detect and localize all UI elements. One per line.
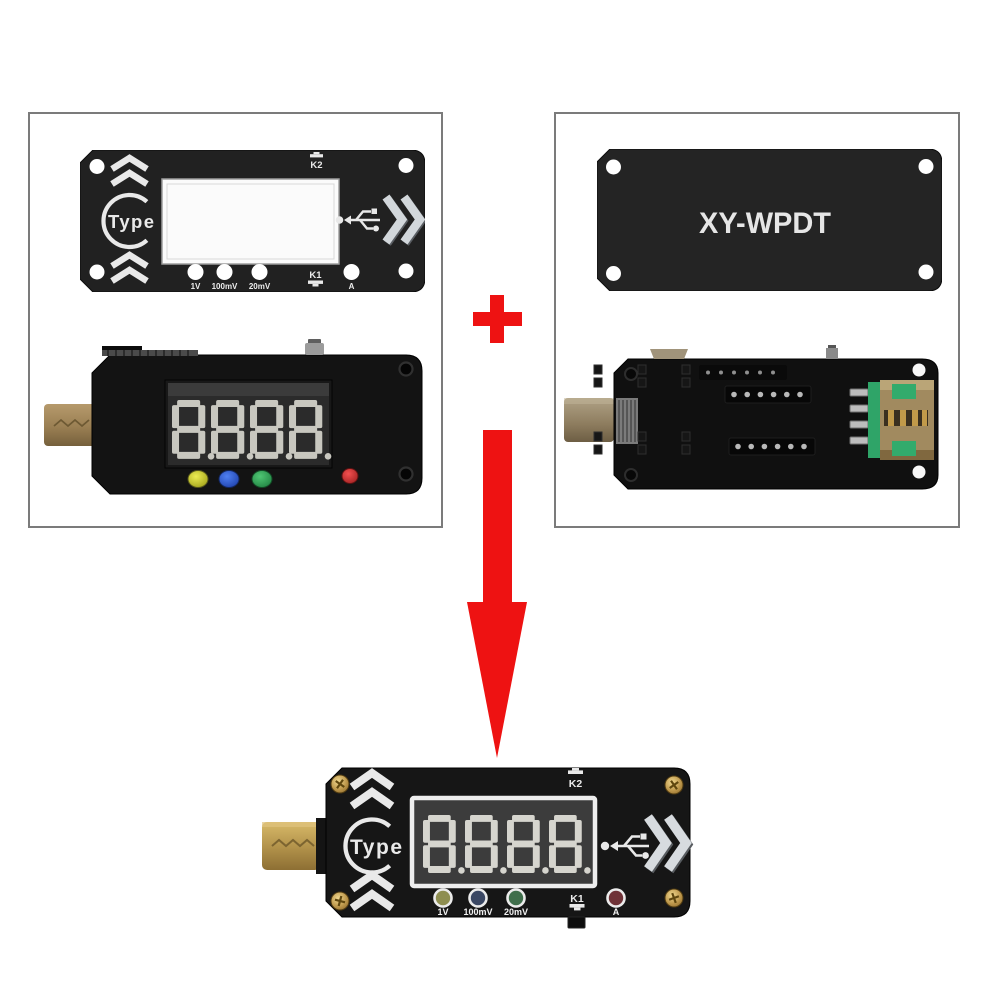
edge-pins xyxy=(102,350,198,356)
svg-text:100mV: 100mV xyxy=(212,282,238,291)
right-product-box: XY-WPDT xyxy=(554,112,960,528)
display-window-inner xyxy=(166,183,335,260)
model-name: XY-WPDT xyxy=(699,207,831,240)
svg-text:100mV: 100mV xyxy=(463,907,492,917)
screw-holes xyxy=(89,158,414,280)
yellow-led xyxy=(187,470,209,488)
logo-text: Type xyxy=(350,836,402,859)
svg-text:K1: K1 xyxy=(570,893,584,905)
type-c-plug xyxy=(262,822,320,870)
logo-circle xyxy=(343,817,392,875)
svg-text:K2: K2 xyxy=(569,778,583,790)
plug-ridge xyxy=(271,838,315,848)
usb-tester-photo xyxy=(44,339,423,495)
logo-circle xyxy=(101,192,149,250)
svg-text:K2: K2 xyxy=(310,160,322,171)
usb-icon xyxy=(335,208,380,232)
svg-text:1V: 1V xyxy=(191,282,201,291)
adapter-pcb-photo xyxy=(564,345,939,490)
panel-labels: 1V 100mV 20mV A xyxy=(191,282,355,291)
usb-icon xyxy=(600,833,649,859)
screw-hole xyxy=(398,466,414,482)
down-arrow-icon xyxy=(483,430,512,604)
screw-hole xyxy=(912,363,926,377)
logo-text: Type xyxy=(108,211,154,232)
plug-highlight xyxy=(262,822,320,827)
usb-plug xyxy=(44,404,98,446)
right-chevrons-icon xyxy=(382,194,425,246)
k1-push-button xyxy=(567,916,586,929)
edge-connector xyxy=(650,349,688,359)
edge-pin-gaps xyxy=(107,350,189,356)
plug-highlight xyxy=(564,398,614,404)
svg-text:K1: K1 xyxy=(309,270,322,281)
svg-text:1V: 1V xyxy=(437,907,448,917)
svg-text:A: A xyxy=(613,907,620,917)
k2-button-marking: K2 xyxy=(568,768,583,790)
up-chevrons-icon xyxy=(349,768,395,912)
k2-button-marking: K2 xyxy=(310,152,323,171)
status-leds xyxy=(433,888,626,908)
gold-screws xyxy=(330,774,684,911)
display-window xyxy=(161,178,340,265)
side-button xyxy=(305,339,324,355)
down-arrow-head xyxy=(467,602,527,758)
yellow-led xyxy=(433,888,453,908)
cover-plate-photo: XY-WPDT xyxy=(597,149,942,291)
shell-ridges xyxy=(618,400,636,442)
svg-text:20mV: 20mV xyxy=(504,907,528,917)
screw-hole xyxy=(624,367,638,381)
port-pcb-green xyxy=(868,382,880,458)
blue-led xyxy=(218,470,240,488)
k1-button-marking: K1 xyxy=(569,893,585,911)
screw-hole xyxy=(912,465,926,479)
screw-holes xyxy=(606,159,934,281)
screw-hole xyxy=(398,361,414,377)
seven-segment-display xyxy=(164,379,333,469)
side-button xyxy=(826,345,838,359)
panel-labels: 1V 100mV 20mV A xyxy=(437,907,619,917)
led-holes xyxy=(187,264,360,280)
front-panel-plate-photo: Type K2 xyxy=(80,150,425,292)
blue-led xyxy=(468,888,488,908)
red-led xyxy=(341,468,359,484)
solder-pads xyxy=(593,364,816,456)
green-led xyxy=(506,888,526,908)
status-leds xyxy=(187,468,359,488)
plus-icon xyxy=(473,295,522,343)
k1-button-marking: K1 xyxy=(308,270,323,287)
green-led xyxy=(251,470,273,488)
usb-plug xyxy=(564,398,614,442)
right-chevrons-icon xyxy=(644,814,694,874)
plug-ridge xyxy=(53,418,90,428)
up-chevrons-icon xyxy=(110,154,149,284)
assembled-tester-photo: Type K2 xyxy=(262,767,694,929)
seven-segment-display xyxy=(409,795,598,889)
red-led xyxy=(606,888,626,908)
screw-hole xyxy=(624,468,638,482)
svg-text:A: A xyxy=(349,282,355,291)
usb-a-port xyxy=(849,380,934,460)
left-product-box: Type K2 xyxy=(28,112,443,528)
svg-text:20mV: 20mV xyxy=(249,282,271,291)
